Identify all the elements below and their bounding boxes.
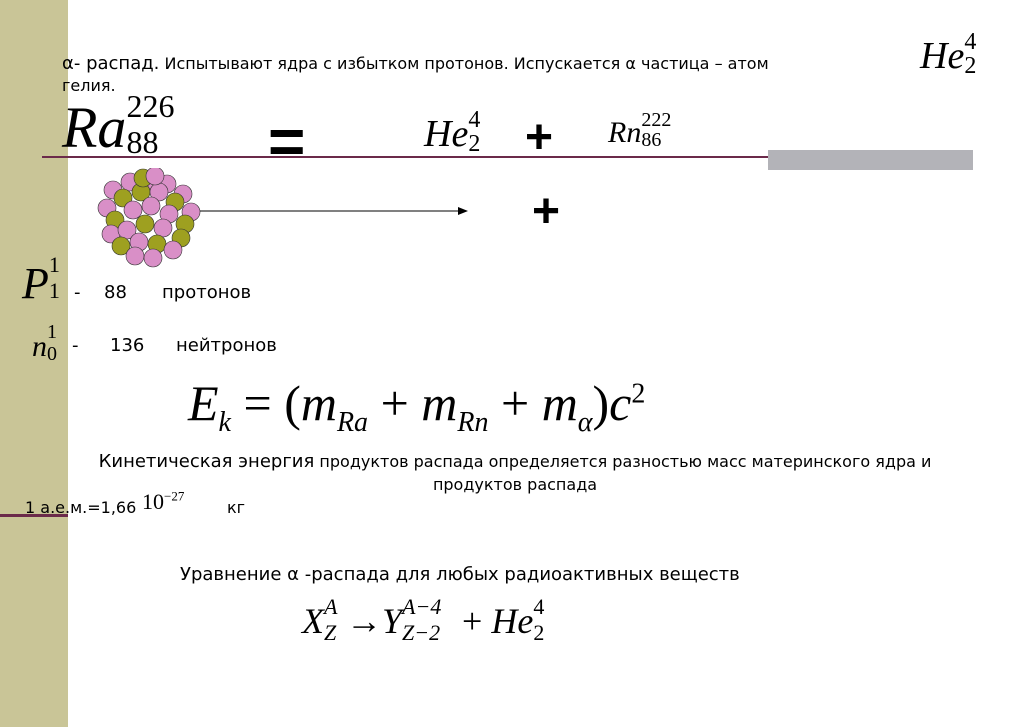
- amu-power: 10−27: [142, 489, 184, 515]
- general-He: He: [491, 601, 534, 641]
- proton-ball: [141, 196, 161, 216]
- proton-ball: [143, 248, 163, 268]
- energy-m1: m: [300, 375, 337, 431]
- proton-ball: [145, 168, 165, 186]
- he-charge: 2: [468, 131, 481, 158]
- energy-close: ): [592, 375, 610, 431]
- plus-sign: +: [525, 111, 554, 164]
- energy-m3: m: [541, 375, 578, 431]
- reaction-helium: He 4 2: [424, 107, 486, 158]
- neutron-charge: 0: [47, 343, 57, 366]
- general-equation: X A Z →Y A−4 Z−2 + He 4 2: [302, 594, 549, 645]
- proton-dash: -: [74, 282, 81, 303]
- proton-ball: [123, 200, 143, 220]
- neutron-ball: [135, 214, 155, 234]
- general-arrow: →: [346, 601, 382, 641]
- neutron-ball: [113, 188, 133, 208]
- equals-sign: =: [268, 105, 306, 177]
- title-rule: [42, 156, 972, 158]
- neutron-dash: -: [72, 335, 79, 356]
- energy-plus2: +: [500, 375, 530, 431]
- accent-bar: [768, 150, 973, 170]
- amu-line: 1 а.е.м.=1,66: [25, 498, 136, 517]
- proton-count: 88: [104, 282, 127, 303]
- general-Y-Z: Z−2: [402, 619, 441, 645]
- amu-exp: −27: [164, 488, 185, 504]
- radon-symbol-group: Rn 222 86: [608, 109, 681, 152]
- energy-formula: Ek = (mRa + mRn + mα)c2: [188, 374, 646, 437]
- general-X: X: [302, 601, 324, 641]
- plus-sign-lower: +: [532, 185, 561, 238]
- proton-label: протонов: [162, 282, 252, 303]
- intro-helium: He 4 2: [920, 29, 982, 80]
- radium-symbol-group: Ra 226 88: [62, 88, 196, 164]
- energy-open: (: [284, 375, 301, 431]
- proton-ball: [125, 246, 145, 266]
- general-Y: Y: [382, 601, 403, 641]
- intro-title: α- распад.: [62, 53, 160, 74]
- intro-text-cont: гелия.: [62, 76, 116, 95]
- he-symbol: He: [424, 113, 469, 155]
- amu-unit: кг: [227, 498, 246, 517]
- neutron-ball: [111, 236, 131, 256]
- he-mass: 4: [468, 107, 481, 134]
- rn-symbol: Rn: [608, 116, 642, 149]
- kinetic-text-2: продуктов распада: [432, 475, 598, 494]
- neutron-symbol: n: [32, 330, 47, 363]
- energy-c: c: [609, 375, 632, 431]
- energy-plus1: +: [380, 375, 409, 431]
- proton-notation: P 1 1: [22, 252, 63, 310]
- intro-line: α- распад. Испытывают ядра с избытком пр…: [62, 53, 769, 74]
- general-Y-A: A−4: [402, 593, 442, 619]
- sidebar-stripe: [0, 0, 68, 727]
- kinetic-text: продуктов распада определяется разностью…: [319, 452, 932, 471]
- kinetic-line: Кинетическая энергия продуктов распада о…: [20, 451, 1010, 472]
- energy-pow: 2: [631, 378, 646, 410]
- ra-charge: 88: [126, 123, 159, 160]
- neutron-notation: n 1 0: [32, 321, 61, 366]
- sidebar-rule: [0, 514, 68, 517]
- proton-charge: 1: [48, 277, 60, 303]
- rn-charge: 86: [641, 129, 662, 152]
- general-X-A: A: [324, 593, 338, 619]
- general-X-Z: Z: [324, 619, 337, 645]
- amu-ten: 10: [142, 489, 164, 514]
- general-He-Z: 2: [533, 619, 545, 645]
- energy-ra: Ra: [336, 407, 369, 438]
- kinetic-lead: Кинетическая энергия: [98, 451, 315, 472]
- energy-m2: m: [421, 375, 458, 431]
- neutron-label: нейтронов: [176, 335, 277, 356]
- energy-alpha: α: [577, 407, 593, 438]
- energy-k: k: [218, 407, 231, 438]
- energy-E: E: [188, 375, 219, 431]
- he-mass: 4: [964, 29, 977, 56]
- rn-mass: 222: [641, 109, 672, 132]
- energy-eq: =: [243, 375, 272, 431]
- proton-ball: [163, 240, 183, 260]
- proton-ball: [153, 218, 173, 238]
- general-plus: +: [462, 601, 483, 641]
- alpha-arrow: [200, 207, 468, 215]
- he-symbol: He: [920, 35, 965, 77]
- energy-rn: Rn: [457, 407, 489, 438]
- he-charge: 2: [964, 53, 977, 80]
- general-heading: Уравнение α -распада для любых радиоакти…: [180, 564, 740, 585]
- ra-mass: 226: [126, 87, 175, 124]
- ra-symbol: Ra: [62, 95, 127, 160]
- neutron-count: 136: [110, 335, 145, 356]
- amu-text: 1 а.е.м.=1,66: [25, 498, 137, 517]
- proton-symbol: P: [22, 259, 49, 308]
- proton-mass: 1: [48, 251, 60, 277]
- general-He-A: 4: [533, 593, 545, 619]
- neutron-mass: 1: [47, 321, 57, 344]
- intro-text: Испытывают ядра с избытком протонов. Исп…: [164, 54, 769, 73]
- nucleus-illustration: [97, 168, 201, 268]
